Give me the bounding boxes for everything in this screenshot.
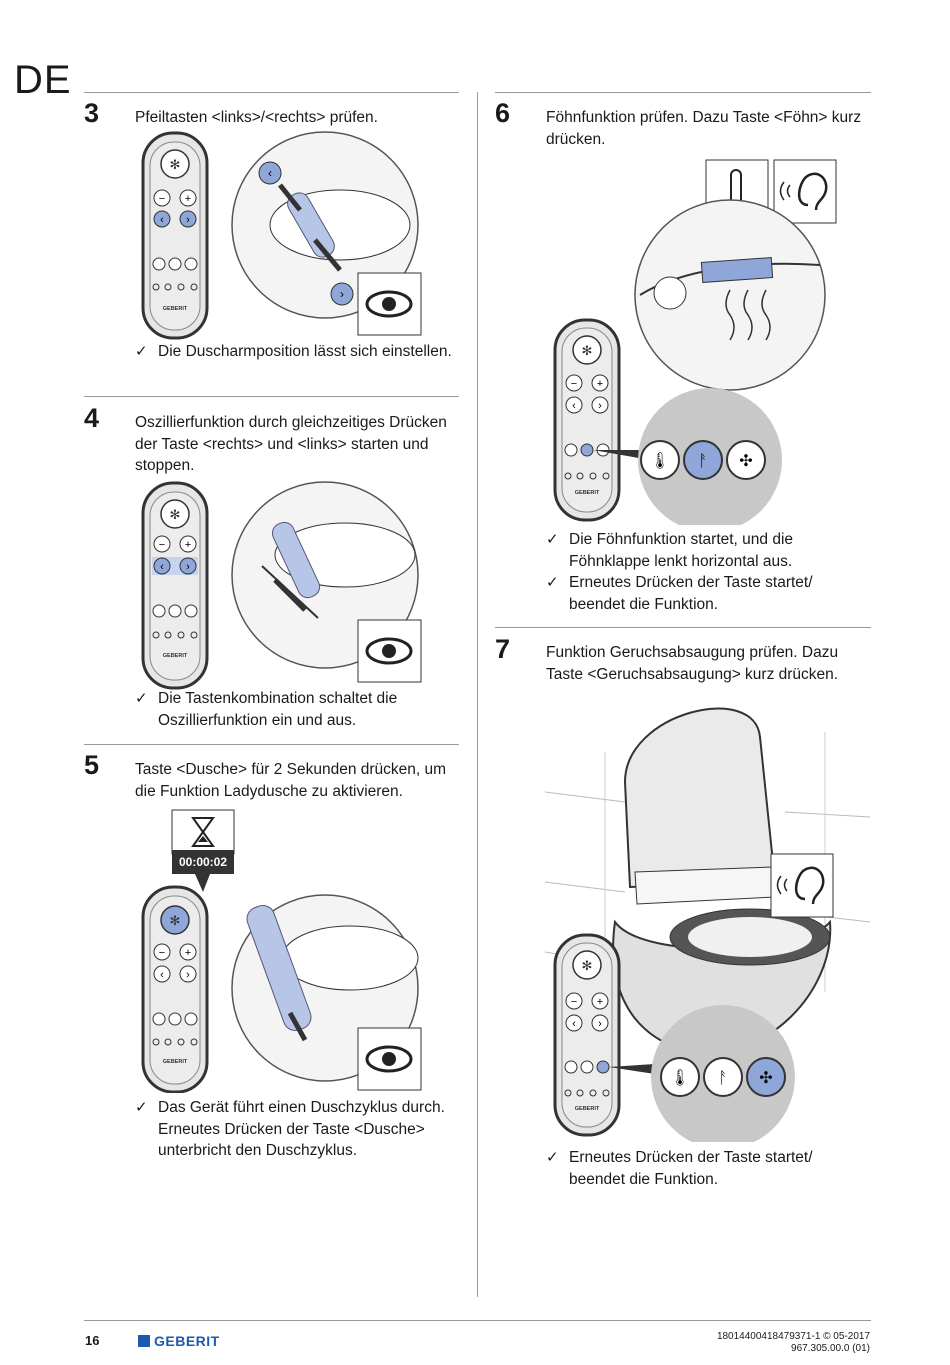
button-zoom-circle: 🌡 ᚨ ✣ [593, 388, 782, 525]
remote-control: ✻ − + ‹ › GEBERIT [141, 131, 209, 340]
svg-text:›: › [598, 1018, 602, 1030]
step-number: 6 [495, 98, 511, 128]
timer-display: 00:00:02 [179, 855, 227, 869]
footer-divider [84, 1320, 871, 1321]
illustration-ladyshower: 00:00:02 ✻ − + ‹ › GEBERIT [141, 809, 422, 1093]
result-item: Die Duscharmposition lässt sich einstell… [135, 341, 455, 363]
svg-text:‹: ‹ [160, 561, 164, 573]
eye-icon [357, 619, 422, 683]
svg-text:›: › [186, 969, 190, 981]
remote-control: ✻ − + ‹ › GEBERIT [553, 933, 621, 1137]
svg-text:‹: ‹ [160, 969, 164, 981]
svg-text:ᚨ: ᚨ [698, 453, 708, 470]
svg-text:ᚨ: ᚨ [718, 1070, 728, 1087]
svg-text:✻: ✻ [170, 507, 181, 522]
svg-text:+: + [185, 193, 191, 205]
svg-text:✻: ✻ [582, 343, 593, 358]
document-number: 967.305.00.0 (01) [791, 1343, 870, 1354]
logo-square-icon [138, 1335, 150, 1347]
svg-text:−: − [159, 539, 165, 551]
brand-logo: GEBERIT [138, 1333, 220, 1349]
remote-control: ✻ − + ‹ › GEBERIT [553, 318, 621, 522]
svg-text:✻: ✻ [582, 958, 593, 973]
remote-control: ✻ − + ‹ › GEBERIT [141, 481, 209, 690]
page-number: 16 [85, 1333, 100, 1348]
svg-text:›: › [186, 214, 190, 226]
step-instruction: Föhnfunktion prüfen. Dazu Taste <Föhn> k… [546, 109, 862, 148]
result-item: Erneutes Drücken der Taste startet/ been… [546, 572, 866, 615]
ear-icon [770, 853, 834, 918]
illustration-oscillation: ✻ − + ‹ › GEBERIT [141, 481, 422, 690]
divider [84, 744, 459, 745]
language-code: DE [14, 58, 72, 102]
svg-text:+: + [185, 539, 191, 551]
svg-text:‹: ‹ [572, 400, 576, 412]
hourglass-icon: 00:00:02 [171, 809, 235, 892]
svg-text:›: › [186, 561, 190, 573]
svg-text:‹: ‹ [160, 214, 164, 226]
logo-text: GEBERIT [154, 1333, 220, 1349]
divider [495, 92, 871, 93]
svg-text:‹: ‹ [572, 1018, 576, 1030]
column-divider [477, 92, 478, 1297]
illustration-dryer: ✻ − + ‹ › GEBERIT 🌡 ᚨ ✣ [553, 159, 837, 525]
svg-text:›: › [340, 287, 344, 301]
illustration-arrow-buttons: ✻ − + ‹ › GEBERIT ‹ › [141, 131, 422, 340]
document-id: 18014400418479371-1 © 05-2017 [716, 1331, 870, 1342]
step-number: 7 [495, 634, 511, 664]
divider [84, 92, 459, 93]
step-instruction: Pfeiltasten <links>/<rechts> prüfen. [135, 109, 378, 126]
svg-text:−: − [571, 996, 577, 1008]
svg-text:✣: ✣ [759, 1070, 772, 1087]
svg-text:+: + [597, 996, 603, 1008]
svg-text:+: + [597, 378, 603, 390]
divider [495, 627, 871, 628]
toilet-detail-circle: ‹ › [231, 131, 419, 319]
svg-text:+: + [185, 947, 191, 959]
svg-text:✣: ✣ [739, 453, 752, 470]
toilet-detail-circle [634, 199, 826, 391]
svg-text:✻: ✻ [170, 157, 181, 172]
step-number: 3 [84, 98, 100, 128]
svg-text:🌡: 🌡 [670, 1069, 690, 1087]
remote-brand: GEBERIT [163, 306, 188, 312]
svg-text:›: › [598, 400, 602, 412]
result-item: Erneutes Drücken der Taste startet/ been… [546, 1147, 866, 1190]
remote-control: ✻ − + ‹ › GEBERIT [141, 885, 209, 1093]
illustration-odour-extraction: ✻ − + ‹ › GEBERIT 🌡 ᚨ ✣ [545, 707, 870, 1142]
step-number: 4 [84, 403, 100, 433]
ear-icon [773, 159, 837, 224]
step-instruction: Oszillierfunktion durch gleichzeitiges D… [135, 414, 447, 474]
svg-text:−: − [571, 378, 577, 390]
svg-text:🌡: 🌡 [650, 452, 670, 470]
eye-icon [357, 272, 422, 336]
result-item: Die Föhnfunktion startet, und die Föhnkl… [546, 529, 866, 572]
result-item: Das Gerät führt einen Duschzyklus durch.… [135, 1097, 465, 1162]
step-instruction: Taste <Dusche> für 2 Sekunden drücken, u… [135, 761, 447, 800]
eye-icon [357, 1027, 422, 1091]
remote-brand: GEBERIT [575, 490, 600, 496]
svg-text:‹: ‹ [268, 166, 272, 180]
svg-text:✻: ✻ [170, 913, 181, 928]
divider [84, 396, 459, 397]
document-reference: 18014400418479371-1 © 05-2017 967.305.00… [717, 1331, 870, 1355]
remote-brand: GEBERIT [163, 1059, 188, 1065]
button-zoom-circle: 🌡 ᚨ ✣ [609, 1005, 795, 1142]
step-instruction: Funktion Geruchsabsaugung prüfen. Dazu T… [546, 644, 839, 683]
step-number: 5 [84, 750, 100, 780]
svg-text:−: − [159, 193, 165, 205]
remote-brand: GEBERIT [575, 1106, 600, 1112]
remote-brand: GEBERIT [163, 653, 188, 659]
toilet-lid-open [612, 707, 832, 1054]
result-item: Die Tastenkombination schaltet die Oszil… [135, 688, 455, 731]
svg-text:−: − [159, 947, 165, 959]
